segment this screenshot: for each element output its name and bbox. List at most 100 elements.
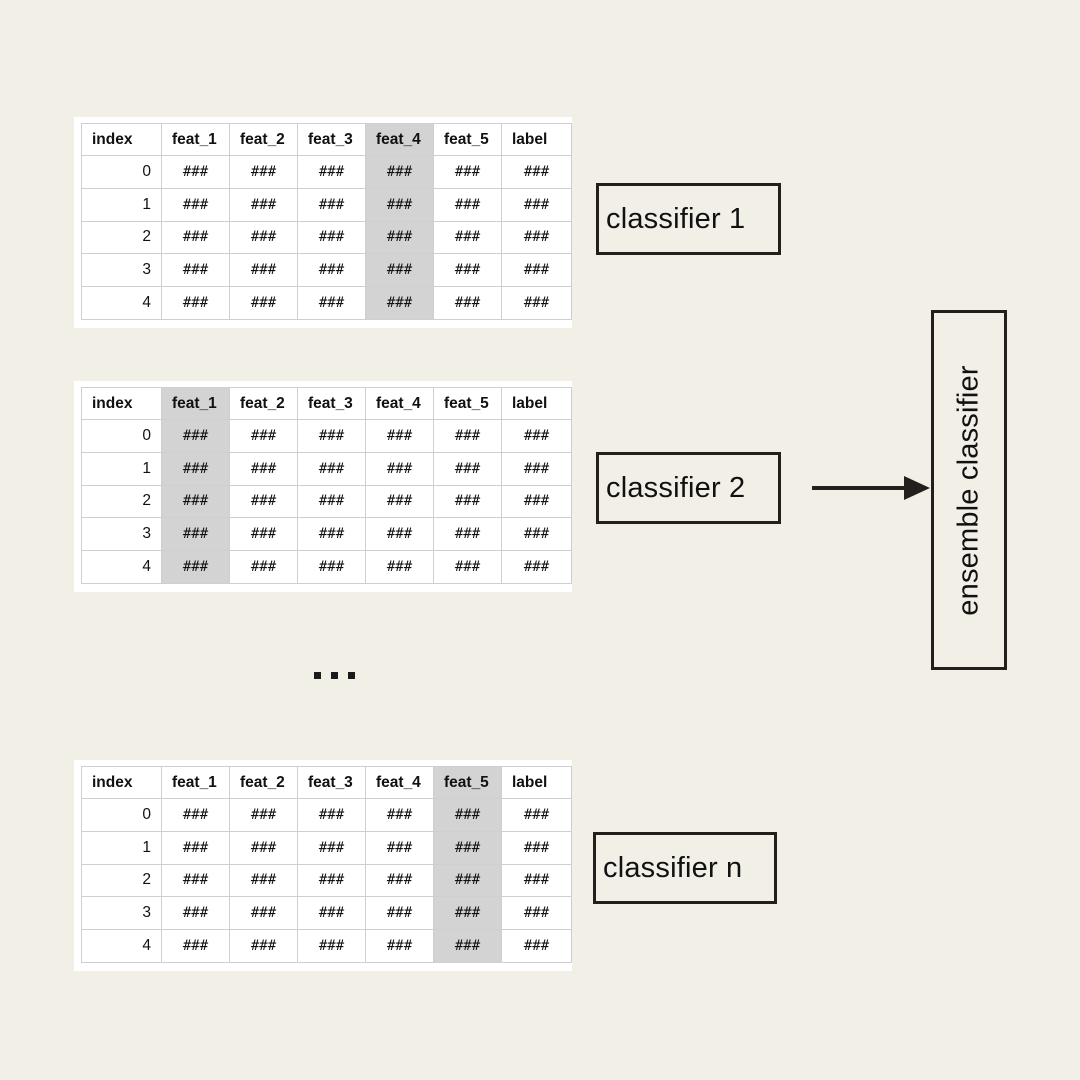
- column-header-label: label: [501, 766, 572, 799]
- table-header-row: index feat_1 feat_2 feat_3 feat_4 feat_5…: [81, 387, 572, 420]
- cell-label: ###: [501, 286, 572, 320]
- cell-feat_4: ###: [365, 253, 434, 288]
- cell-feat_2: ###: [229, 798, 298, 832]
- cell-feat_1: ###: [161, 896, 230, 931]
- cell-feat_5: ###: [433, 187, 502, 222]
- column-header-feat_1: feat_1: [161, 387, 230, 420]
- column-header-index: index: [81, 766, 162, 799]
- table-row: 3 ### ### ### ### ### ###: [81, 253, 572, 288]
- table-row: 1 ### ### ### ### ### ###: [81, 451, 572, 486]
- classifier-1-box[interactable]: classifier 1: [596, 183, 781, 255]
- row-index-cell: 1: [81, 451, 162, 486]
- cell-feat_3: ###: [297, 798, 366, 832]
- column-header-feat_3: feat_3: [297, 123, 366, 156]
- cell-feat_3: ###: [297, 830, 366, 865]
- table-row: 2 ### ### ### ### ### ###: [81, 863, 572, 898]
- data-table-2: index feat_1 feat_2 feat_3 feat_4 feat_5…: [81, 387, 572, 584]
- cell-feat_5: ###: [433, 896, 502, 931]
- cell-feat_5: ###: [433, 830, 502, 865]
- row-index-cell: 4: [81, 550, 162, 584]
- table-row: 1 ### ### ### ### ### ###: [81, 830, 572, 865]
- classifier-2-label: classifier 2: [606, 471, 746, 504]
- row-index-cell: 0: [81, 155, 162, 189]
- table-header-row: index feat_1 feat_2 feat_3 feat_4 feat_5…: [81, 123, 572, 156]
- cell-feat_3: ###: [297, 220, 366, 255]
- cell-feat_3: ###: [297, 155, 366, 189]
- cell-label: ###: [501, 863, 572, 898]
- cell-feat_1: ###: [161, 517, 230, 552]
- column-header-index: index: [81, 387, 162, 420]
- ellipsis-dot: [331, 672, 338, 679]
- cell-feat_4: ###: [365, 484, 434, 519]
- cell-feat_3: ###: [297, 484, 366, 519]
- table-row: 2 ### ### ### ### ### ###: [81, 220, 572, 255]
- cell-feat_2: ###: [229, 286, 298, 320]
- cell-feat_4: ###: [365, 929, 434, 963]
- column-header-feat_5: feat_5: [433, 123, 502, 156]
- table-row: 0 ### ### ### ### ### ###: [81, 419, 572, 453]
- row-index-cell: 3: [81, 253, 162, 288]
- column-header-feat_5: feat_5: [433, 387, 502, 420]
- classifier-n-box[interactable]: classifier n: [593, 832, 777, 904]
- cell-label: ###: [501, 451, 572, 486]
- classifier-n-label: classifier n: [603, 851, 743, 884]
- cell-feat_4: ###: [365, 517, 434, 552]
- table-row: 3 ### ### ### ### ### ###: [81, 896, 572, 931]
- cell-feat_3: ###: [297, 896, 366, 931]
- cell-feat_4: ###: [365, 451, 434, 486]
- cell-feat_3: ###: [297, 286, 366, 320]
- cell-feat_4: ###: [365, 830, 434, 865]
- cell-feat_3: ###: [297, 517, 366, 552]
- cell-feat_1: ###: [161, 253, 230, 288]
- cell-feat_5: ###: [433, 484, 502, 519]
- cell-label: ###: [501, 187, 572, 222]
- cell-feat_2: ###: [229, 830, 298, 865]
- table-row: 0 ### ### ### ### ### ###: [81, 155, 572, 189]
- arrow-to-ensemble-icon: [812, 476, 930, 500]
- cell-feat_4: ###: [365, 286, 434, 320]
- cell-feat_2: ###: [229, 451, 298, 486]
- cell-feat_1: ###: [161, 220, 230, 255]
- column-header-feat_2: feat_2: [229, 123, 298, 156]
- cell-feat_1: ###: [161, 187, 230, 222]
- cell-feat_2: ###: [229, 484, 298, 519]
- row-index-cell: 2: [81, 863, 162, 898]
- cell-feat_3: ###: [297, 451, 366, 486]
- cell-feat_4: ###: [365, 155, 434, 189]
- row-index-cell: 4: [81, 929, 162, 963]
- cell-feat_3: ###: [297, 929, 366, 963]
- table-row: 1 ### ### ### ### ### ###: [81, 187, 572, 222]
- ensemble-classifier-box[interactable]: ensemble classifier: [931, 310, 1007, 670]
- column-header-feat_2: feat_2: [229, 387, 298, 420]
- cell-feat_3: ###: [297, 419, 366, 453]
- cell-feat_1: ###: [161, 929, 230, 963]
- cell-feat_5: ###: [433, 253, 502, 288]
- classifier-2-box[interactable]: classifier 2: [596, 452, 781, 524]
- table-row: 0 ### ### ### ### ### ###: [81, 798, 572, 832]
- cell-feat_4: ###: [365, 419, 434, 453]
- cell-feat_1: ###: [161, 419, 230, 453]
- cell-feat_4: ###: [365, 896, 434, 931]
- cell-feat_1: ###: [161, 550, 230, 584]
- column-header-feat_3: feat_3: [297, 387, 366, 420]
- table-row: 4 ### ### ### ### ### ###: [81, 929, 572, 963]
- data-table-1: index feat_1 feat_2 feat_3 feat_4 feat_5…: [81, 123, 572, 320]
- cell-feat_3: ###: [297, 253, 366, 288]
- cell-feat_5: ###: [433, 929, 502, 963]
- cell-label: ###: [501, 896, 572, 931]
- ellipsis-dot: [314, 672, 321, 679]
- cell-feat_1: ###: [161, 155, 230, 189]
- cell-feat_4: ###: [365, 187, 434, 222]
- cell-feat_5: ###: [433, 220, 502, 255]
- cell-feat_2: ###: [229, 187, 298, 222]
- cell-label: ###: [501, 155, 572, 189]
- classifier-1-label: classifier 1: [606, 202, 746, 235]
- row-index-cell: 3: [81, 517, 162, 552]
- cell-feat_2: ###: [229, 929, 298, 963]
- row-index-cell: 1: [81, 187, 162, 222]
- column-header-feat_2: feat_2: [229, 766, 298, 799]
- cell-label: ###: [501, 550, 572, 584]
- ellipsis-indicator: [314, 672, 355, 679]
- cell-feat_2: ###: [229, 253, 298, 288]
- cell-feat_1: ###: [161, 286, 230, 320]
